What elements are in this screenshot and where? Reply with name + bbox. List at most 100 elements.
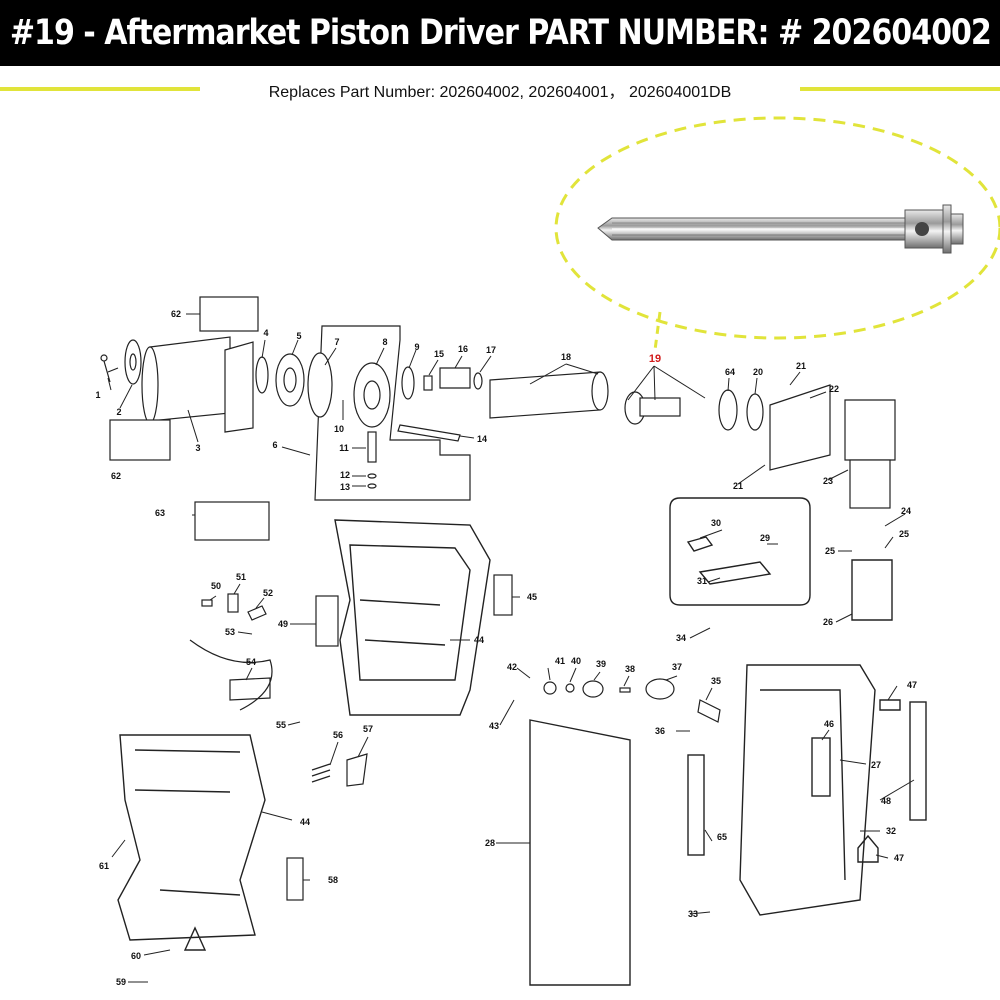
callout-10: 10 — [334, 424, 344, 434]
strip-48 — [909, 701, 927, 821]
callout-48: 48 — [881, 796, 891, 806]
callout-24: 24 — [901, 506, 911, 516]
callout-39: 39 — [596, 659, 606, 669]
highlight-pointer-line — [653, 311, 662, 351]
roller-37 — [645, 678, 675, 700]
callout-2: 2 — [116, 407, 121, 417]
cap-22 — [769, 384, 831, 471]
callout-52: 52 — [263, 588, 273, 598]
motor-23 — [844, 399, 896, 461]
callout-4: 4 — [263, 328, 268, 338]
callout-19: 19 — [649, 353, 661, 365]
motor-26 — [851, 559, 893, 621]
leader-lines — [107, 313, 915, 983]
bracket-35 — [697, 699, 721, 723]
callout-11: 11 — [339, 443, 349, 453]
callout-6: 6 — [272, 440, 277, 450]
callout-1: 1 — [95, 390, 100, 400]
callout-8: 8 — [382, 337, 387, 347]
callout-64: 64 — [725, 367, 735, 377]
callout-38: 38 — [625, 664, 635, 674]
callout-9: 9 — [414, 342, 419, 352]
link-14 — [397, 424, 461, 442]
callout-41: 41 — [555, 656, 565, 666]
magazine-assembly — [529, 497, 927, 986]
callout-62-bottom: 62 — [111, 471, 121, 481]
bumper-64 — [718, 389, 738, 431]
callout-25-left: 25 — [825, 546, 835, 556]
ring-20 — [746, 393, 764, 431]
label-plate-62-bottom — [109, 419, 171, 461]
callout-58: 58 — [328, 875, 338, 885]
washer-13 — [367, 483, 377, 489]
small-components — [189, 593, 721, 787]
callout-17: 17 — [486, 345, 496, 355]
spring-39 — [582, 680, 604, 698]
callout-44-top: 44 — [474, 635, 484, 645]
callout-7: 7 — [334, 337, 339, 347]
callout-21-top: 21 — [796, 361, 806, 371]
piston-driver-highlight-ellipse — [554, 116, 1000, 340]
callout-40: 40 — [571, 656, 581, 666]
callout-13: 13 — [340, 482, 350, 492]
callout-labels: 62 1 2 3 4 5 6 7 8 9 10 11 12 13 14 15 1… — [95, 309, 917, 987]
callout-20: 20 — [753, 367, 763, 377]
upper-assembly — [100, 296, 896, 509]
callout-36: 36 — [655, 726, 665, 736]
switch-51 — [227, 593, 239, 613]
callout-5: 5 — [296, 331, 301, 341]
label-58 — [286, 857, 304, 901]
callout-59: 59 — [116, 977, 126, 987]
o-ring-17 — [473, 372, 483, 390]
callout-37: 37 — [672, 662, 682, 672]
callout-62-top: 62 — [171, 309, 181, 319]
callout-30: 30 — [711, 518, 721, 528]
strip-65 — [687, 754, 705, 856]
o-ring-9 — [401, 366, 415, 400]
callout-57: 57 — [363, 724, 373, 734]
latch-47a — [879, 699, 901, 711]
callout-33: 33 — [688, 909, 698, 919]
label-plate-63 — [194, 501, 270, 541]
page-title: #19 - Aftermarket Piston Driver PART NUM… — [9, 13, 992, 53]
callout-23: 23 — [823, 476, 833, 486]
piston-driver-photo — [597, 204, 964, 254]
callout-56: 56 — [333, 730, 343, 740]
o-ring-7 — [307, 352, 333, 418]
callout-44-bottom: 44 — [300, 817, 310, 827]
right-accent-rule — [800, 87, 1000, 91]
spring-56 — [311, 763, 331, 783]
callout-18: 18 — [561, 352, 571, 362]
header-banner: #19 - Aftermarket Piston Driver PART NUM… — [0, 0, 1000, 66]
bracket-outline-6 — [314, 325, 471, 501]
callout-32: 32 — [886, 826, 896, 836]
callout-29: 29 — [760, 533, 770, 543]
callout-42: 42 — [507, 662, 517, 672]
valve-stem-16 — [439, 367, 471, 389]
callout-46: 46 — [824, 719, 834, 729]
pin-11 — [367, 431, 377, 463]
callout-12: 12 — [340, 470, 350, 480]
callout-51: 51 — [236, 572, 246, 582]
callout-47-bottom: 47 — [894, 853, 904, 863]
callout-22: 22 — [829, 384, 839, 394]
callout-3: 3 — [195, 443, 200, 453]
switch-52 — [247, 605, 267, 621]
label-plate-62-top — [199, 296, 259, 332]
left-accent-rule — [0, 87, 200, 91]
callout-34: 34 — [676, 633, 686, 643]
callout-14: 14 — [477, 434, 487, 444]
cylinder-flange — [224, 341, 254, 433]
pcb-54 — [229, 677, 271, 701]
subheader: Replaces Part Number: 202604002, 2026040… — [0, 76, 1000, 102]
channel-28 — [529, 719, 631, 986]
lower-tool-body — [117, 734, 266, 951]
washer-40 — [565, 683, 575, 693]
callout-65: 65 — [717, 832, 727, 842]
inset-box — [669, 497, 811, 606]
callout-16: 16 — [458, 344, 468, 354]
callout-25-right: 25 — [899, 529, 909, 539]
callout-63: 63 — [155, 508, 165, 518]
callout-53: 53 — [225, 627, 235, 637]
callout-15: 15 — [434, 349, 444, 359]
